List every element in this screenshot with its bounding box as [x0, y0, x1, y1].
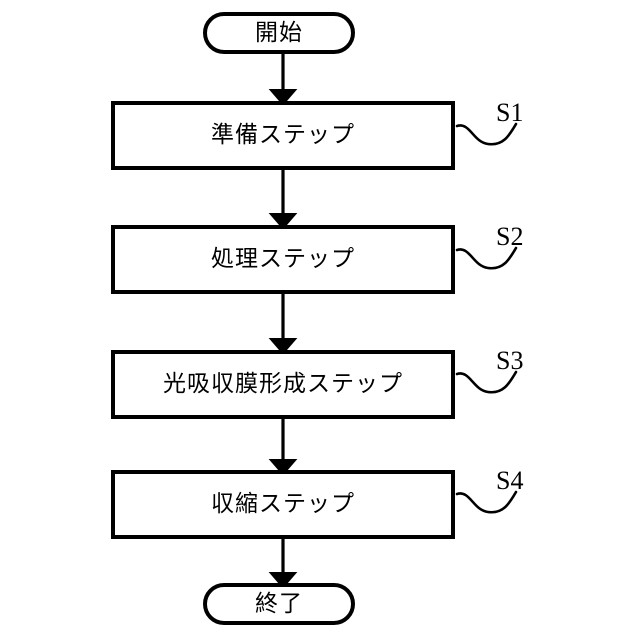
end-node-label: 終了 — [255, 590, 303, 617]
process-label-step3: 光吸収膜形成ステップ — [163, 371, 403, 397]
process-box-step4: 収縮ステップ — [111, 470, 455, 539]
step-tag-s1: S1 — [496, 98, 524, 127]
start-node-label: 開始 — [255, 19, 303, 46]
step-tag-s3: S3 — [496, 346, 524, 375]
step-tag-s2: S2 — [496, 222, 524, 251]
process-box-step2: 処理ステップ — [111, 225, 455, 294]
process-box-step1: 準備ステップ — [111, 101, 455, 170]
process-box-step3: 光吸収膜形成ステップ — [111, 350, 455, 419]
leader-line-s1 — [455, 122, 518, 146]
leader-line-s3 — [455, 370, 518, 394]
step-tag-s4: S4 — [496, 466, 524, 495]
end-node: 終了 — [203, 583, 355, 625]
process-label-step4: 収縮ステップ — [211, 491, 355, 517]
leader-line-s2 — [455, 246, 518, 270]
start-node: 開始 — [203, 12, 355, 54]
leader-line-s4 — [455, 490, 518, 514]
process-label-step2: 処理ステップ — [211, 246, 355, 272]
process-label-step1: 準備ステップ — [211, 122, 355, 148]
